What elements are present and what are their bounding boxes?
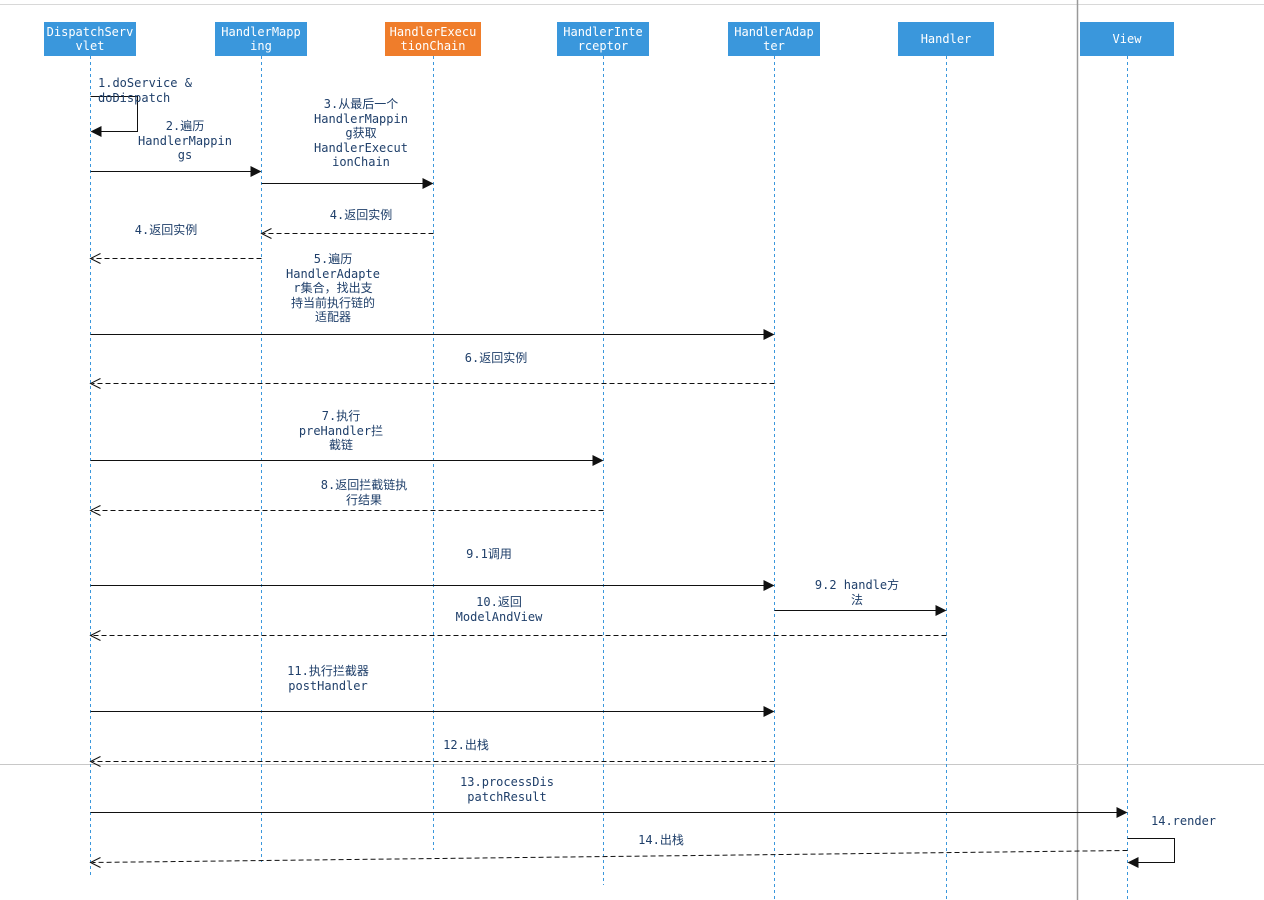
message-label-m7: 7.执行 preHandler拦 截链 <box>298 409 384 452</box>
arrow-head <box>1116 807 1128 818</box>
participant-interceptor: HandlerInte rceptor <box>557 22 649 56</box>
arrow-head <box>90 126 102 137</box>
arrow-head <box>89 857 101 868</box>
participant-handler: Handler <box>898 22 994 56</box>
message-label-m4b: 4.返回实例 <box>134 223 198 237</box>
participant-view: View <box>1080 22 1174 56</box>
message-label-m6: 6.返回实例 <box>464 351 528 365</box>
arrow-head <box>89 505 101 516</box>
arrow-head <box>89 378 101 389</box>
arrow-head <box>89 630 101 641</box>
arrow-head <box>935 605 947 616</box>
message-label-m91: 9.1调用 <box>466 547 512 561</box>
message-label-m13: 13.processDis patchResult <box>460 775 554 804</box>
message-label-m3: 3.从最后一个 HandlerMappin g获取 HandlerExecut … <box>314 97 408 169</box>
message-m14a <box>1127 838 1175 863</box>
message-label-m1: 1.doService & doDispatch <box>98 76 192 105</box>
message-label-m14b: 14.出栈 <box>638 833 684 847</box>
arrow-head <box>763 580 775 591</box>
arrow-head <box>763 329 775 340</box>
arrow-head <box>260 228 272 239</box>
participant-chain: HandlerExecu tionChain <box>385 22 481 56</box>
message-label-m5: 5.遍历 HandlerAdapte r集合，找出支 持当前执行链的 适配器 <box>286 252 380 324</box>
message-label-m10: 10.返回 ModelAndView <box>455 595 543 624</box>
arrow-head <box>250 166 262 177</box>
self-call-line <box>90 96 138 132</box>
participant-mapping: HandlerMapp ing <box>215 22 307 56</box>
participant-adapter: HandlerAdap ter <box>728 22 820 56</box>
message-m14b <box>92 850 1128 863</box>
arrow-head <box>763 706 775 717</box>
return-line <box>92 850 1128 863</box>
arrow-head <box>89 756 101 767</box>
arrow-head <box>592 455 604 466</box>
arrow-head <box>422 178 434 189</box>
arrow-head <box>1127 857 1139 868</box>
message-label-m2: 2.遍历 HandlerMappin gs <box>138 119 232 162</box>
message-label-m12: 12.出栈 <box>443 738 489 752</box>
message-label-m11: 11.执行拦截器 postHandler <box>287 664 369 693</box>
self-call-line <box>1127 838 1175 863</box>
message-label-m8: 8.返回拦截链执 行结果 <box>320 478 408 507</box>
message-label-m92: 9.2 handle方 法 <box>814 578 900 607</box>
message-label-m14a: 14.render <box>1151 814 1217 828</box>
participant-dispatcher: DispatchServ vlet <box>44 22 136 56</box>
arrow-head <box>89 253 101 264</box>
message-label-m4a: 4.返回实例 <box>329 208 393 222</box>
message-m1 <box>90 96 138 132</box>
